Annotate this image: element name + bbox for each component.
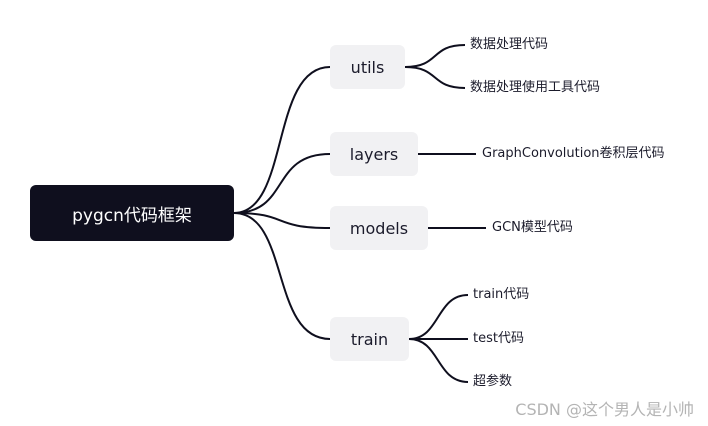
branch-train: train xyxy=(330,317,409,361)
leaf-layers-1: GraphConvolution卷积层代码 xyxy=(482,146,665,161)
branch-utils: utils xyxy=(330,45,405,89)
branch-label: train xyxy=(350,329,389,349)
watermark-text: CSDN @这个男人是小帅 xyxy=(515,400,694,419)
root-to-utils xyxy=(233,66,331,214)
root-to-models xyxy=(233,212,331,229)
leaf-train-1: train代码 xyxy=(473,287,530,302)
branch-layers: layers xyxy=(330,132,418,176)
branch-models: models xyxy=(330,206,428,250)
leaf-utils-2: 数据处理使用工具代码 xyxy=(470,80,601,95)
branch-label: models xyxy=(349,218,409,238)
root-label: pygcn代码框架 xyxy=(72,205,192,226)
utils-to-leaf-2 xyxy=(404,66,466,89)
root-to-layers xyxy=(233,153,331,214)
root-node: pygcn代码框架 xyxy=(30,185,234,241)
root-to-train xyxy=(233,212,331,340)
train-to-leaf-3 xyxy=(408,338,469,383)
leaf-train-2: test代码 xyxy=(473,331,524,346)
leaf-train-3: 超参数 xyxy=(473,374,513,389)
leaf-utils-1: 数据处理代码 xyxy=(470,37,549,52)
leaf-models-1: GCN模型代码 xyxy=(492,220,573,235)
branch-label: layers xyxy=(349,144,399,164)
utils-to-leaf-1 xyxy=(404,44,466,68)
train-to-leaf-1 xyxy=(408,294,469,340)
branch-label: utils xyxy=(350,57,385,77)
